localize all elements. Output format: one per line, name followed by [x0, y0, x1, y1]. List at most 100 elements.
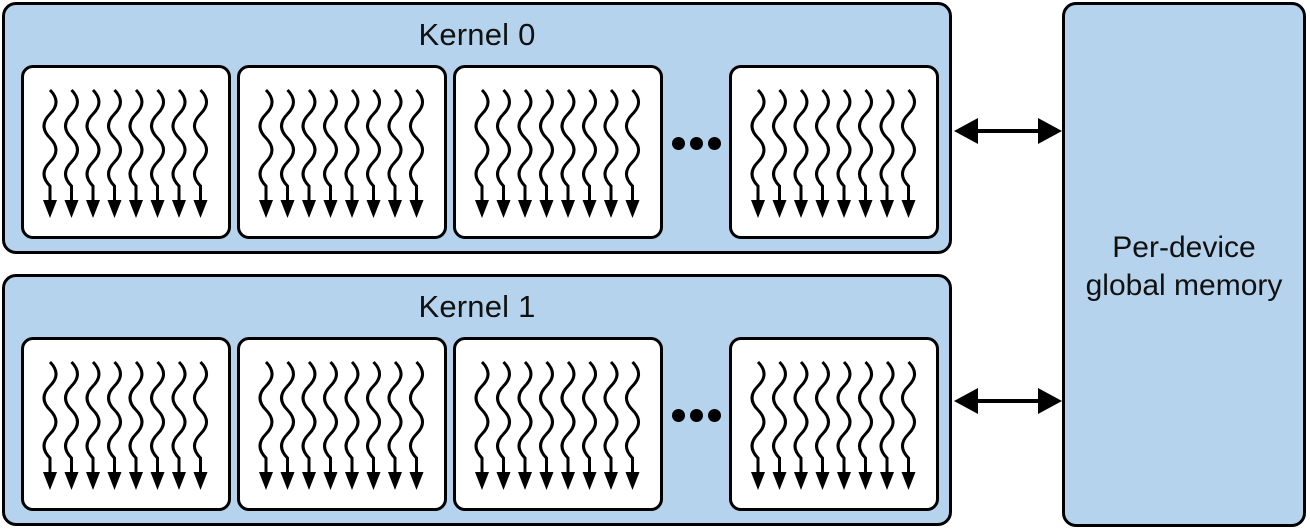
- arrowhead-icon: [880, 472, 894, 490]
- arrowhead-icon: [388, 472, 402, 490]
- thread-icon: [560, 88, 576, 204]
- arrowhead-icon: [794, 472, 808, 490]
- arrowhead-icon: [496, 472, 511, 490]
- arrowhead-icon: [582, 472, 597, 490]
- arrowhead-icon: [259, 200, 273, 218]
- arrowhead-icon: [193, 200, 208, 218]
- thread-icon: [539, 88, 554, 204]
- thread-icon: [323, 88, 338, 204]
- arrowhead-icon: [837, 472, 851, 490]
- arrowhead-icon: [751, 200, 765, 218]
- thread-icon: [42, 88, 58, 204]
- arrowhead-icon: [86, 472, 100, 490]
- arrowhead-icon: [323, 472, 338, 490]
- thread-icon: [387, 88, 403, 204]
- work-group: [237, 65, 447, 239]
- thread-icon: [42, 360, 58, 476]
- thread-icon: [344, 360, 360, 476]
- arrowhead-icon: [129, 200, 143, 218]
- arrowhead-icon: [901, 472, 916, 490]
- threads-graphic: [750, 88, 916, 218]
- thread-icon: [496, 360, 511, 476]
- global-memory-label: Per-device global memory: [1085, 231, 1283, 302]
- arrowhead-icon: [858, 472, 873, 490]
- thread-icon: [64, 88, 79, 204]
- thread-icon: [409, 360, 424, 476]
- arrowhead-icon: [815, 200, 830, 218]
- arrowhead-icon: [64, 472, 79, 490]
- thread-icon: [301, 88, 317, 204]
- threads-graphic: [474, 88, 640, 218]
- thread-icon: [750, 360, 766, 476]
- ellipsis: [672, 137, 722, 153]
- work-group: [21, 337, 231, 511]
- threads-graphic: [258, 88, 424, 218]
- double-headed-arrow-icon: [954, 118, 1062, 144]
- thread-icon: [603, 360, 619, 476]
- threads-graphic: [258, 360, 424, 490]
- thread-icon: [517, 88, 533, 204]
- arrowhead-icon: [129, 472, 143, 490]
- arrowhead-icon: [86, 200, 100, 218]
- thread-icon: [150, 88, 165, 204]
- thread-icon: [879, 88, 895, 204]
- thread-icon: [280, 360, 295, 476]
- thread-icon: [625, 88, 640, 204]
- thread-icon: [366, 360, 381, 476]
- arrowhead-icon: [901, 200, 916, 218]
- kernel-1-title: Kernel 1: [418, 289, 536, 324]
- thread-icon: [344, 88, 360, 204]
- thread-icon: [836, 360, 852, 476]
- kernel-0-title: Kernel 0: [418, 17, 536, 52]
- arrowhead-icon: [172, 472, 186, 490]
- arrowhead-icon: [345, 472, 359, 490]
- arrowhead-icon: [323, 200, 338, 218]
- thread-icon: [280, 88, 295, 204]
- arrowhead-icon: [625, 200, 640, 218]
- arrowhead-icon: [150, 200, 165, 218]
- threads-graphic: [42, 88, 208, 218]
- arrowhead-icon: [625, 472, 640, 490]
- arrowhead-icon: [64, 200, 79, 218]
- arrowhead-icon: [518, 472, 532, 490]
- arrowhead-icon: [345, 200, 359, 218]
- thread-icon: [793, 88, 809, 204]
- thread-icon: [879, 360, 895, 476]
- thread-icon: [517, 360, 533, 476]
- thread-icon: [582, 360, 597, 476]
- arrowhead-icon: [539, 200, 554, 218]
- thread-icon: [193, 88, 208, 204]
- arrowhead-icon: [150, 472, 165, 490]
- kernel-0-panel: Kernel 0: [2, 2, 952, 254]
- global-memory-panel: Per-device global memory: [1062, 2, 1306, 527]
- arrowhead-icon: [496, 200, 511, 218]
- thread-icon: [409, 88, 424, 204]
- arrowhead-icon: [475, 472, 489, 490]
- arrowhead-icon: [858, 200, 873, 218]
- arrowhead-icon: [539, 472, 554, 490]
- double-headed-arrow-icon: [954, 388, 1062, 414]
- threads-graphic: [750, 360, 916, 490]
- thread-icon: [85, 88, 101, 204]
- thread-icon: [815, 360, 830, 476]
- arrowhead-icon: [772, 200, 787, 218]
- arrowhead-icon: [751, 472, 765, 490]
- arrowhead-icon: [561, 472, 575, 490]
- thread-icon: [85, 360, 101, 476]
- thread-icon: [258, 88, 274, 204]
- thread-icon: [901, 360, 916, 476]
- thread-icon: [387, 360, 403, 476]
- arrowhead-icon: [880, 200, 894, 218]
- thread-icon: [64, 360, 79, 476]
- arrowhead-icon: [280, 472, 295, 490]
- thread-icon: [150, 360, 165, 476]
- arrowhead-icon: [280, 200, 295, 218]
- arrowhead-icon: [518, 200, 532, 218]
- arrowhead-icon: [815, 472, 830, 490]
- thread-icon: [366, 88, 381, 204]
- arrowhead-icon: [107, 472, 122, 490]
- arrowhead-icon: [409, 472, 424, 490]
- work-group: [21, 65, 231, 239]
- arrowhead-icon: [409, 200, 424, 218]
- thread-icon: [107, 360, 122, 476]
